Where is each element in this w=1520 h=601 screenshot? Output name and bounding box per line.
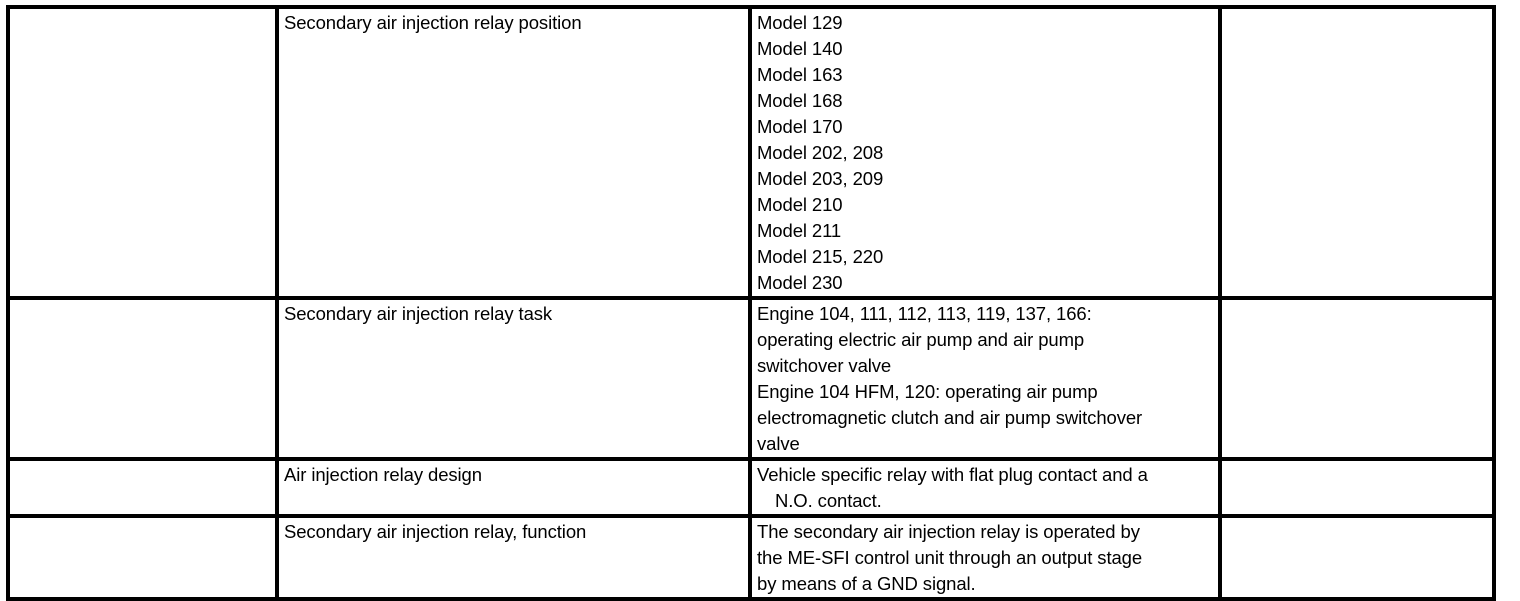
table-row: Secondary air injection relay position M… <box>6 5 1496 300</box>
value-line: Model 215, 220 <box>757 246 884 267</box>
row-value-cell: Engine 104, 111, 112, 113, 119, 137, 166… <box>748 296 1222 461</box>
row-notes-cell <box>1218 296 1496 461</box>
row-index-text <box>10 518 275 519</box>
value-line: electromagnetic clutch and air pump swit… <box>757 407 1143 428</box>
row-notes-text <box>1222 461 1492 462</box>
row-notes-text <box>1222 9 1492 10</box>
value-line: Vehicle specific relay with flat plug co… <box>757 464 1148 485</box>
value-line: Model 129 <box>757 12 843 33</box>
table-row: Secondary air injection relay task Engin… <box>6 296 1496 461</box>
row-index-text <box>10 300 275 301</box>
value-line: switchover valve <box>757 355 892 376</box>
row-value-cell: Model 129 Model 140 Model 163 Model 168 … <box>748 5 1222 300</box>
row-attribute-cell: Secondary air injection relay position <box>275 5 752 300</box>
row-index-text <box>10 9 275 10</box>
row-notes-text <box>1222 518 1492 519</box>
value-line: valve <box>757 433 800 454</box>
row-index-cell <box>6 514 279 601</box>
row-index-text <box>10 461 275 462</box>
row-notes-cell <box>1218 457 1496 518</box>
row-attribute-text: Secondary air injection relay, function <box>284 521 587 542</box>
spec-table: Secondary air injection relay position M… <box>6 5 1496 601</box>
value-line: Engine 104 HFM, 120: operating air pump <box>757 381 1098 402</box>
value-line: Model 203, 209 <box>757 168 884 189</box>
row-attribute-text: Air injection relay design <box>284 464 482 485</box>
row-index-cell <box>6 296 279 461</box>
value-line: The secondary air injection relay is ope… <box>757 521 1140 542</box>
row-attribute-cell: Secondary air injection relay, function <box>275 514 752 601</box>
row-notes-text <box>1222 300 1492 301</box>
value-line: Model 168 <box>757 90 843 111</box>
row-attribute-cell: Secondary air injection relay task <box>275 296 752 461</box>
value-line: operating electric air pump and air pump <box>757 329 1085 350</box>
row-index-cell <box>6 457 279 518</box>
value-line: Model 140 <box>757 38 843 59</box>
value-line: by means of a GND signal. <box>757 573 976 594</box>
row-value-cell: Vehicle specific relay with flat plug co… <box>748 457 1222 518</box>
row-value-text: Engine 104, 111, 112, 113, 119, 137, 166… <box>752 300 1237 457</box>
table-body: Secondary air injection relay position M… <box>6 5 1496 601</box>
row-value-text: The secondary air injection relay is ope… <box>752 518 1237 597</box>
row-index-cell <box>6 5 279 300</box>
row-attribute-cell: Air injection relay design <box>275 457 752 518</box>
row-value-cell: The secondary air injection relay is ope… <box>748 514 1222 601</box>
row-value-text: Model 129 Model 140 Model 163 Model 168 … <box>752 9 1237 296</box>
row-attribute-text: Secondary air injection relay task <box>284 303 553 324</box>
value-line: Model 211 <box>757 220 842 241</box>
row-value-text: Vehicle specific relay with flat plug co… <box>752 461 1237 514</box>
row-attribute-text: Secondary air injection relay position <box>284 12 582 33</box>
document-page: Secondary air injection relay position M… <box>6 5 1496 601</box>
value-line: Model 170 <box>757 116 843 137</box>
value-line: Model 163 <box>757 64 843 85</box>
value-line: N.O. contact. <box>775 490 882 511</box>
value-line: Model 202, 208 <box>757 142 884 163</box>
table-row: Secondary air injection relay, function … <box>6 514 1496 601</box>
value-line: Model 230 <box>757 272 843 293</box>
value-line: Model 210 <box>757 194 843 215</box>
value-line: the ME-SFI control unit through an outpu… <box>757 547 1143 568</box>
row-notes-cell <box>1218 5 1496 300</box>
value-line: Engine 104, 111, 112, 113, 119, 137, 166… <box>757 303 1092 324</box>
row-notes-cell <box>1218 514 1496 601</box>
table-row: Air injection relay design Vehicle speci… <box>6 457 1496 518</box>
